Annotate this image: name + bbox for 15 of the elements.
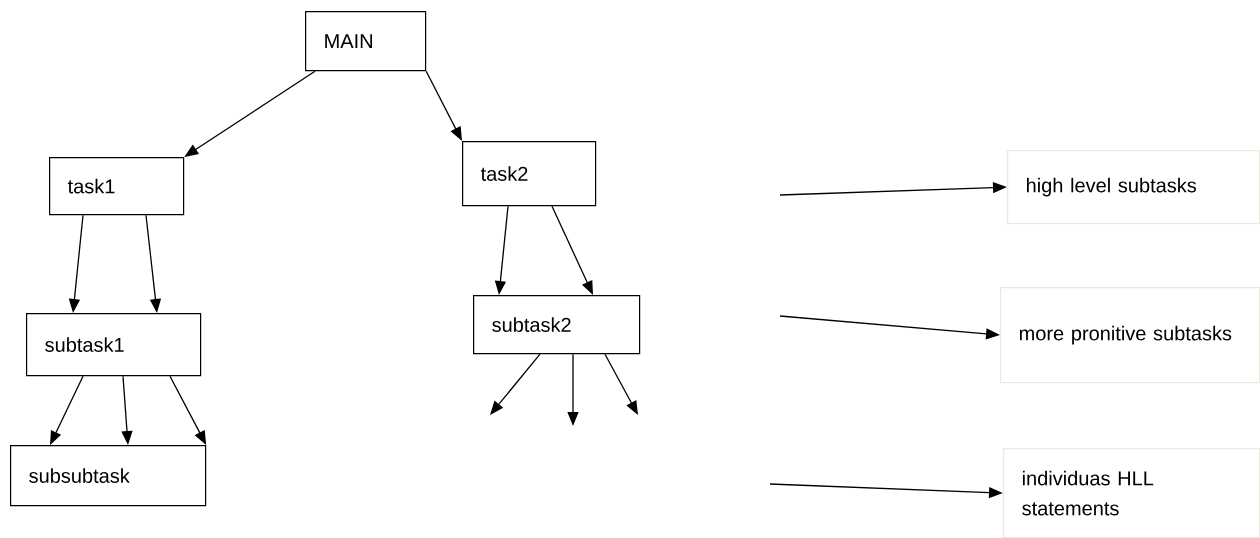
arrow — [490, 353, 541, 415]
task-box: subsubtask — [10, 445, 207, 507]
task-box: subtask2 — [473, 295, 641, 355]
task-box: task2 — [462, 141, 597, 207]
task-box: subtask1 — [26, 313, 202, 377]
task-box: MAIN — [305, 11, 427, 72]
arrow — [604, 353, 638, 415]
arrow — [551, 205, 593, 295]
text-box: more pronitive subtasks — [1000, 287, 1260, 384]
task-box: task1 — [49, 157, 185, 216]
arrow — [169, 375, 207, 445]
text-box: high level subtasks — [1007, 150, 1260, 225]
text-box: individuas HLL statements — [1003, 448, 1260, 538]
arrow — [50, 375, 84, 445]
arrow — [425, 70, 462, 141]
